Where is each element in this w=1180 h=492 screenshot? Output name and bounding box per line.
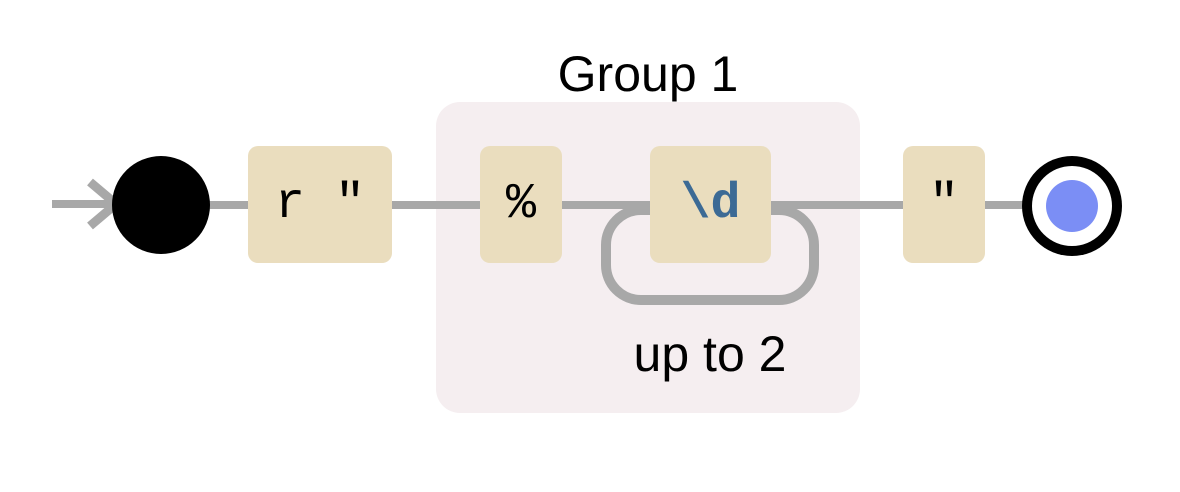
literal-token-percent: % — [480, 146, 562, 263]
end-node-core — [1046, 180, 1098, 232]
start-node-icon — [112, 156, 210, 254]
literal-token-quote: " — [903, 146, 985, 263]
wire-percent-to-digit — [558, 201, 654, 209]
literal-token-r-quote: r " — [248, 146, 392, 263]
end-node-ring — [1032, 166, 1112, 246]
wire-digit-to-quote — [767, 201, 907, 209]
escape-token-digit: \d — [650, 146, 771, 263]
wire-r-to-percent — [388, 201, 484, 209]
wire-start-to-r — [205, 201, 255, 209]
repetition-label: up to 2 — [633, 326, 787, 382]
wire-quote-to-end — [982, 201, 1026, 209]
end-node-icon — [1022, 156, 1122, 256]
capture-group-title: Group 1 — [557, 46, 739, 102]
